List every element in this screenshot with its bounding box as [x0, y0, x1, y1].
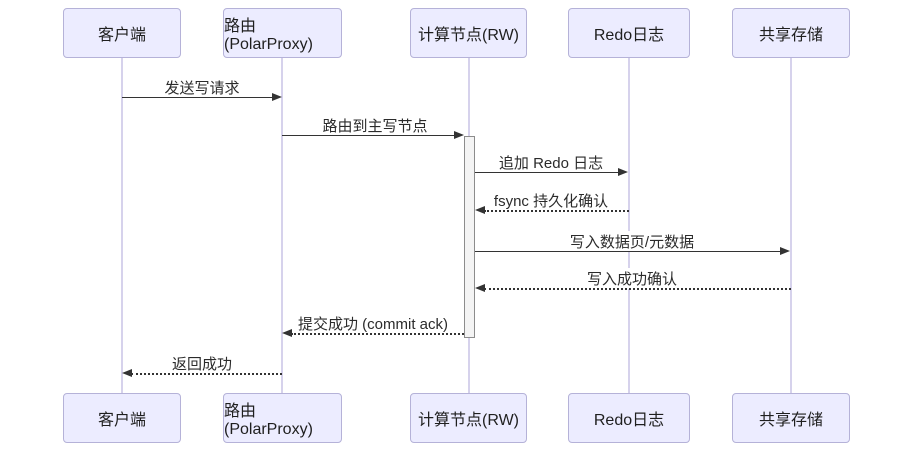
arrowhead-icon	[618, 168, 628, 176]
actor-top-client: 客户端	[63, 8, 181, 58]
message-label-commit-ack: 提交成功 (commit ack)	[295, 313, 451, 334]
actor-top-storage: 共享存储	[732, 8, 850, 58]
message-label-write-success-ack: 写入成功确认	[584, 268, 680, 289]
arrowhead-icon	[122, 369, 132, 377]
lifeline-redo	[628, 58, 630, 393]
lifeline-client	[121, 58, 123, 393]
message-line	[484, 288, 791, 290]
arrowhead-icon	[475, 206, 485, 214]
message-label-write-data-pages: 写入数据页/元数据	[567, 231, 697, 252]
actor-top-redo: Redo日志	[568, 8, 690, 58]
message-label-return-success: 返回成功	[169, 353, 235, 374]
arrowhead-icon	[282, 329, 292, 337]
actor-bottom-redo: Redo日志	[568, 393, 690, 443]
lifeline-storage	[790, 58, 792, 393]
message-line	[122, 97, 274, 98]
message-label-append-redo: 追加 Redo 日志	[496, 152, 606, 173]
actor-bottom-storage: 共享存储	[732, 393, 850, 443]
message-line	[282, 135, 456, 136]
arrowhead-icon	[475, 284, 485, 292]
message-line	[291, 333, 464, 335]
actor-bottom-client: 客户端	[63, 393, 181, 443]
actor-bottom-compute: 计算节点(RW)	[410, 393, 527, 443]
message-label-fsync-ack: fsync 持久化确认	[491, 190, 611, 211]
message-label-send-write-request: 发送写请求	[162, 77, 242, 98]
arrowhead-icon	[454, 131, 464, 139]
message-line	[475, 172, 620, 173]
actor-bottom-proxy: 路由(PolarProxy)	[223, 393, 342, 443]
arrowhead-icon	[272, 93, 282, 101]
message-line	[131, 373, 282, 375]
arrowhead-icon	[780, 247, 790, 255]
actor-top-compute: 计算节点(RW)	[410, 8, 527, 58]
activation-bar-compute	[464, 136, 475, 338]
lifeline-proxy	[281, 58, 283, 393]
message-line	[484, 210, 629, 212]
message-line	[475, 251, 782, 252]
actor-top-proxy: 路由(PolarProxy)	[223, 8, 342, 58]
message-label-route-to-primary: 路由到主写节点	[320, 115, 430, 136]
